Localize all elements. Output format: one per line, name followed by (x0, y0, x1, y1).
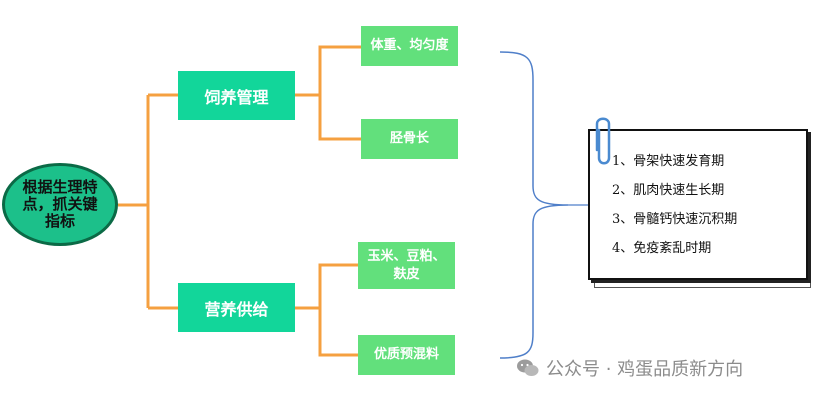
sub-connector-2 (295, 263, 358, 357)
stage-item: 4、免疫紊乱时期 (612, 241, 712, 256)
root-label: 根据生理特点，抓关键指标 (22, 178, 98, 230)
leaf-premix: 优质预混料 (358, 335, 455, 375)
leaf-label: 优质预混料 (373, 347, 439, 362)
leaf-shank-length: 胫骨长 (361, 119, 458, 159)
stage-card: 1、骨架快速发育期 2、肌肉快速生长期 3、骨髓钙快速沉积期 4、免疫紊乱时期 (588, 129, 808, 280)
stage-item: 3、骨髓钙快速沉积期 (612, 212, 738, 227)
leaf-label: 体重、均匀度 (370, 38, 449, 53)
branch-label: 营养供给 (204, 299, 269, 319)
branch-nutrition-supply: 营养供给 (178, 283, 295, 332)
curly-brace (499, 51, 569, 359)
branch-feeding-management: 饲养管理 (178, 71, 295, 120)
wechat-icon (517, 359, 539, 376)
leaf-weight-uniformity: 体重、均匀度 (361, 26, 458, 66)
watermark-text: 公众号 · 鸡蛋品质新方向 (546, 359, 744, 380)
root-node: 根据生理特点，抓关键指标 (2, 163, 118, 246)
leaf-label: 玉米、豆粕、麸皮 (367, 248, 446, 282)
stage-list: 1、骨架快速发育期 2、肌肉快速生长期 3、骨髓钙快速沉积期 4、免疫紊乱时期 (612, 153, 737, 269)
stage-item: 1、骨架快速发育期 (612, 154, 725, 169)
leaf-label: 胫骨长 (389, 131, 429, 146)
paperclip-icon (595, 117, 611, 165)
stage-item: 2、肌肉快速生长期 (612, 183, 725, 198)
leaf-corn-soymeal-bran: 玉米、豆粕、麸皮 (358, 242, 455, 289)
branch-label: 饲养管理 (204, 87, 269, 107)
watermark: 公众号 · 鸡蛋品质新方向 (516, 355, 743, 381)
sub-connector-1 (295, 45, 361, 141)
